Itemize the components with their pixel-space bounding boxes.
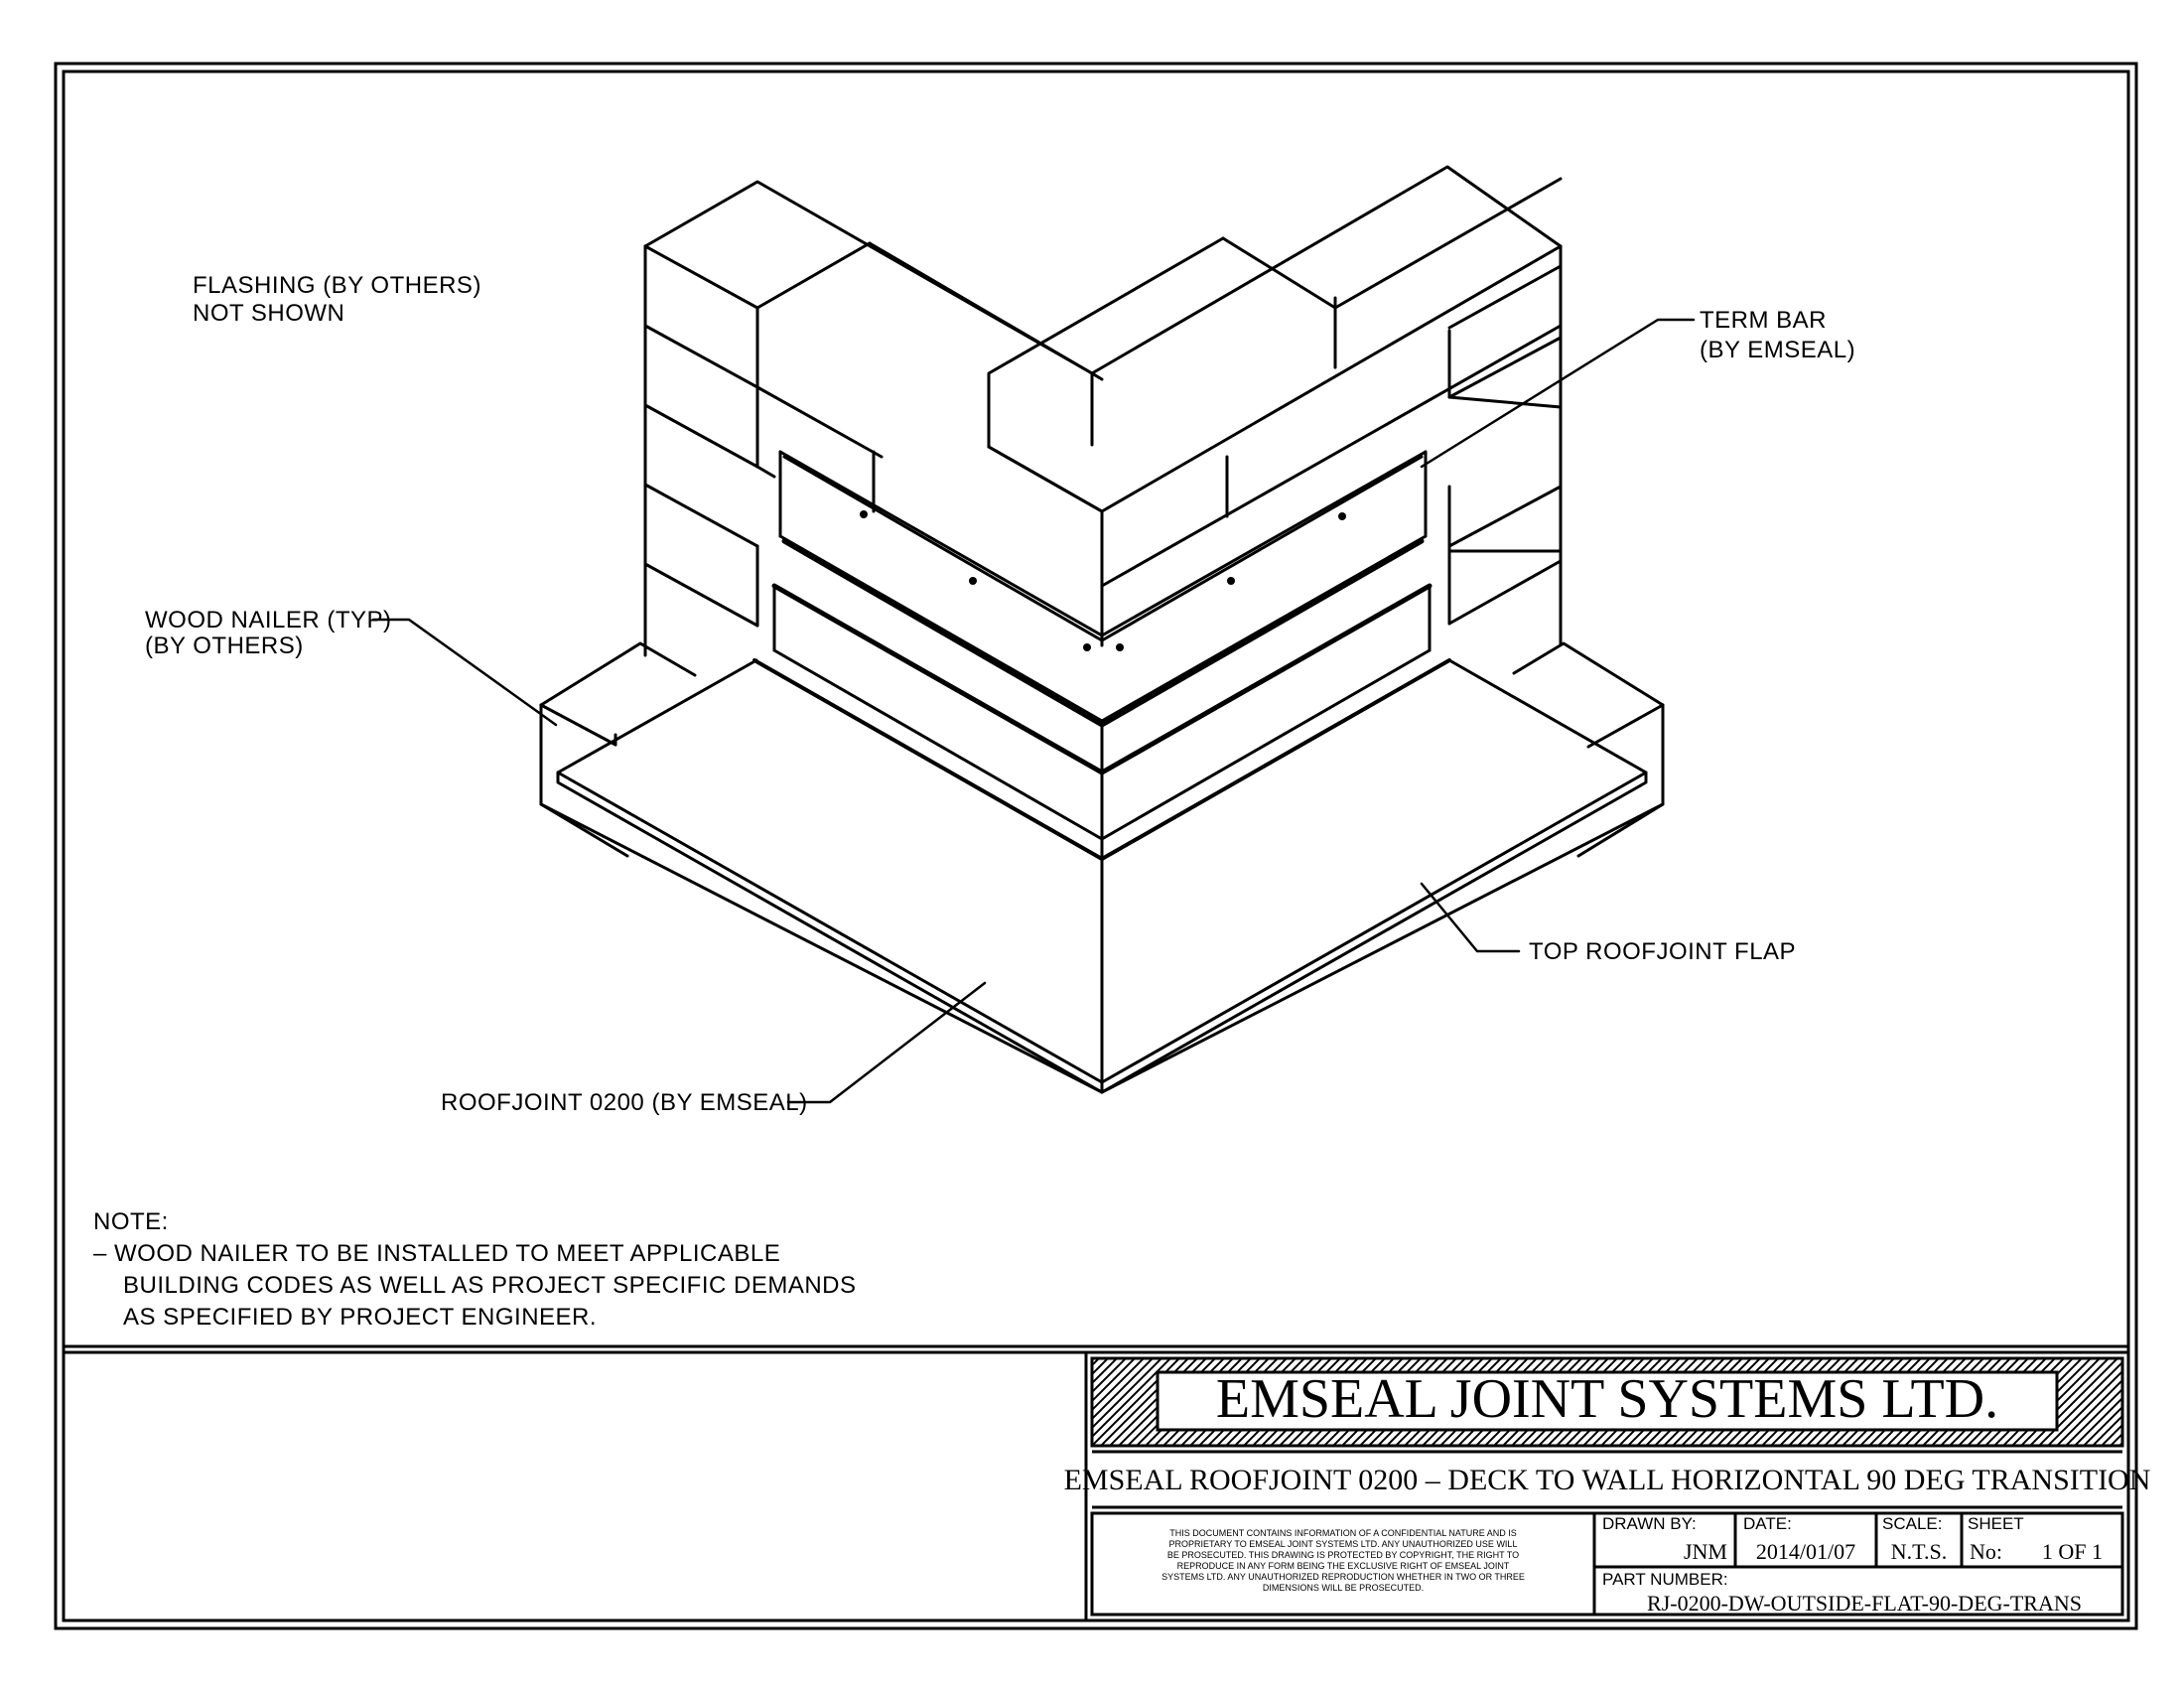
- brick-wall: [643, 165, 1563, 657]
- note-block: NOTE: – WOOD NAILER TO BE INSTALLED TO M…: [93, 1208, 857, 1331]
- sheet-no-label: No:: [1970, 1539, 2002, 1564]
- term-bar-label: TERM BAR: [1700, 307, 1827, 334]
- leader-lines: [371, 318, 1696, 1104]
- note-line-1: – WOOD NAILER TO BE INSTALLED TO MEET AP…: [93, 1240, 780, 1267]
- legal-line-5: SYSTEMS LTD. ANY UNAUTHORIZED REPRODUCTI…: [1161, 1572, 1525, 1582]
- top-flap-label: TOP ROOFJOINT FLAP: [1529, 938, 1796, 965]
- note-heading: NOTE:: [93, 1208, 169, 1235]
- part-number-label: PART NUMBER:: [1602, 1570, 1728, 1589]
- annotation-labels: FLASHING (BY OTHERS) NOT SHOWN TERM BAR …: [145, 272, 1855, 1116]
- legal-line-3: BE PROSECUTED. THIS DRAWING IS PROTECTED…: [1167, 1550, 1519, 1560]
- legal-notice: THIS DOCUMENT CONTAINS INFORMATION OF A …: [1161, 1528, 1525, 1593]
- drawing-title: EMSEAL ROOFJOINT 0200 – DECK TO WALL HOR…: [1064, 1464, 2151, 1496]
- isometric-detail: [371, 165, 1696, 1104]
- term-bar-sublabel: (BY EMSEAL): [1700, 337, 1855, 363]
- roofjoint-label: ROOFJOINT 0200 (BY EMSEAL): [441, 1089, 808, 1116]
- roofjoint-upstand: [752, 583, 1451, 866]
- sheet-value: 1 OF 1: [2042, 1539, 2103, 1564]
- scale-label: SCALE:: [1882, 1514, 1942, 1533]
- legal-line-4: REPRODUCE IN ANY FORM BEING THE EXCLUSIV…: [1177, 1561, 1510, 1571]
- scale-value: N.T.S.: [1891, 1539, 1947, 1564]
- note-line-3: AS SPECIFIED BY PROJECT ENGINEER.: [123, 1304, 597, 1331]
- drawn-by-label: DRAWN BY:: [1602, 1514, 1697, 1533]
- date-label: DATE:: [1743, 1514, 1792, 1533]
- flashing-sublabel: NOT SHOWN: [193, 300, 344, 327]
- title-block: [62, 1344, 2130, 1622]
- fasteners: [860, 510, 1346, 651]
- deck-base: [539, 751, 1665, 1094]
- flashing-label: FLASHING (BY OTHERS): [193, 272, 481, 299]
- drawn-by-value: JNM: [1684, 1539, 1727, 1564]
- note-line-2: BUILDING CODES AS WELL AS PROJECT SPECIF…: [123, 1272, 857, 1299]
- sheet-label: SHEET: [1968, 1514, 2024, 1533]
- wood-nailer-sublabel: (BY OTHERS): [145, 633, 304, 659]
- legal-line-6: DIMENSIONS WILL BE PROSECUTED.: [1263, 1583, 1424, 1593]
- legal-line-2: PROPRIETARY TO EMSEAL JOINT SYSTEMS LTD.…: [1169, 1539, 1518, 1549]
- wood-nailer-label: WOOD NAILER (TYP): [145, 607, 392, 633]
- company-name: EMSEAL JOINT SYSTEMS LTD.: [1216, 1368, 1998, 1430]
- part-number-value: RJ-0200-DW-OUTSIDE-FLAT-90-DEG-TRANS: [1647, 1591, 2082, 1616]
- date-value: 2014/01/07: [1756, 1539, 1855, 1564]
- legal-line-1: THIS DOCUMENT CONTAINS INFORMATION OF A …: [1169, 1528, 1517, 1538]
